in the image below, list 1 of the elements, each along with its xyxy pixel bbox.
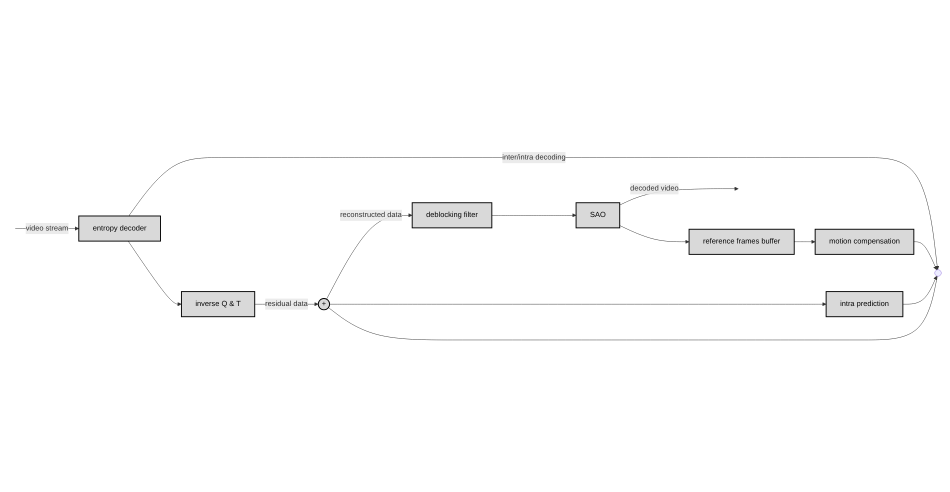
node-switch	[934, 270, 942, 276]
